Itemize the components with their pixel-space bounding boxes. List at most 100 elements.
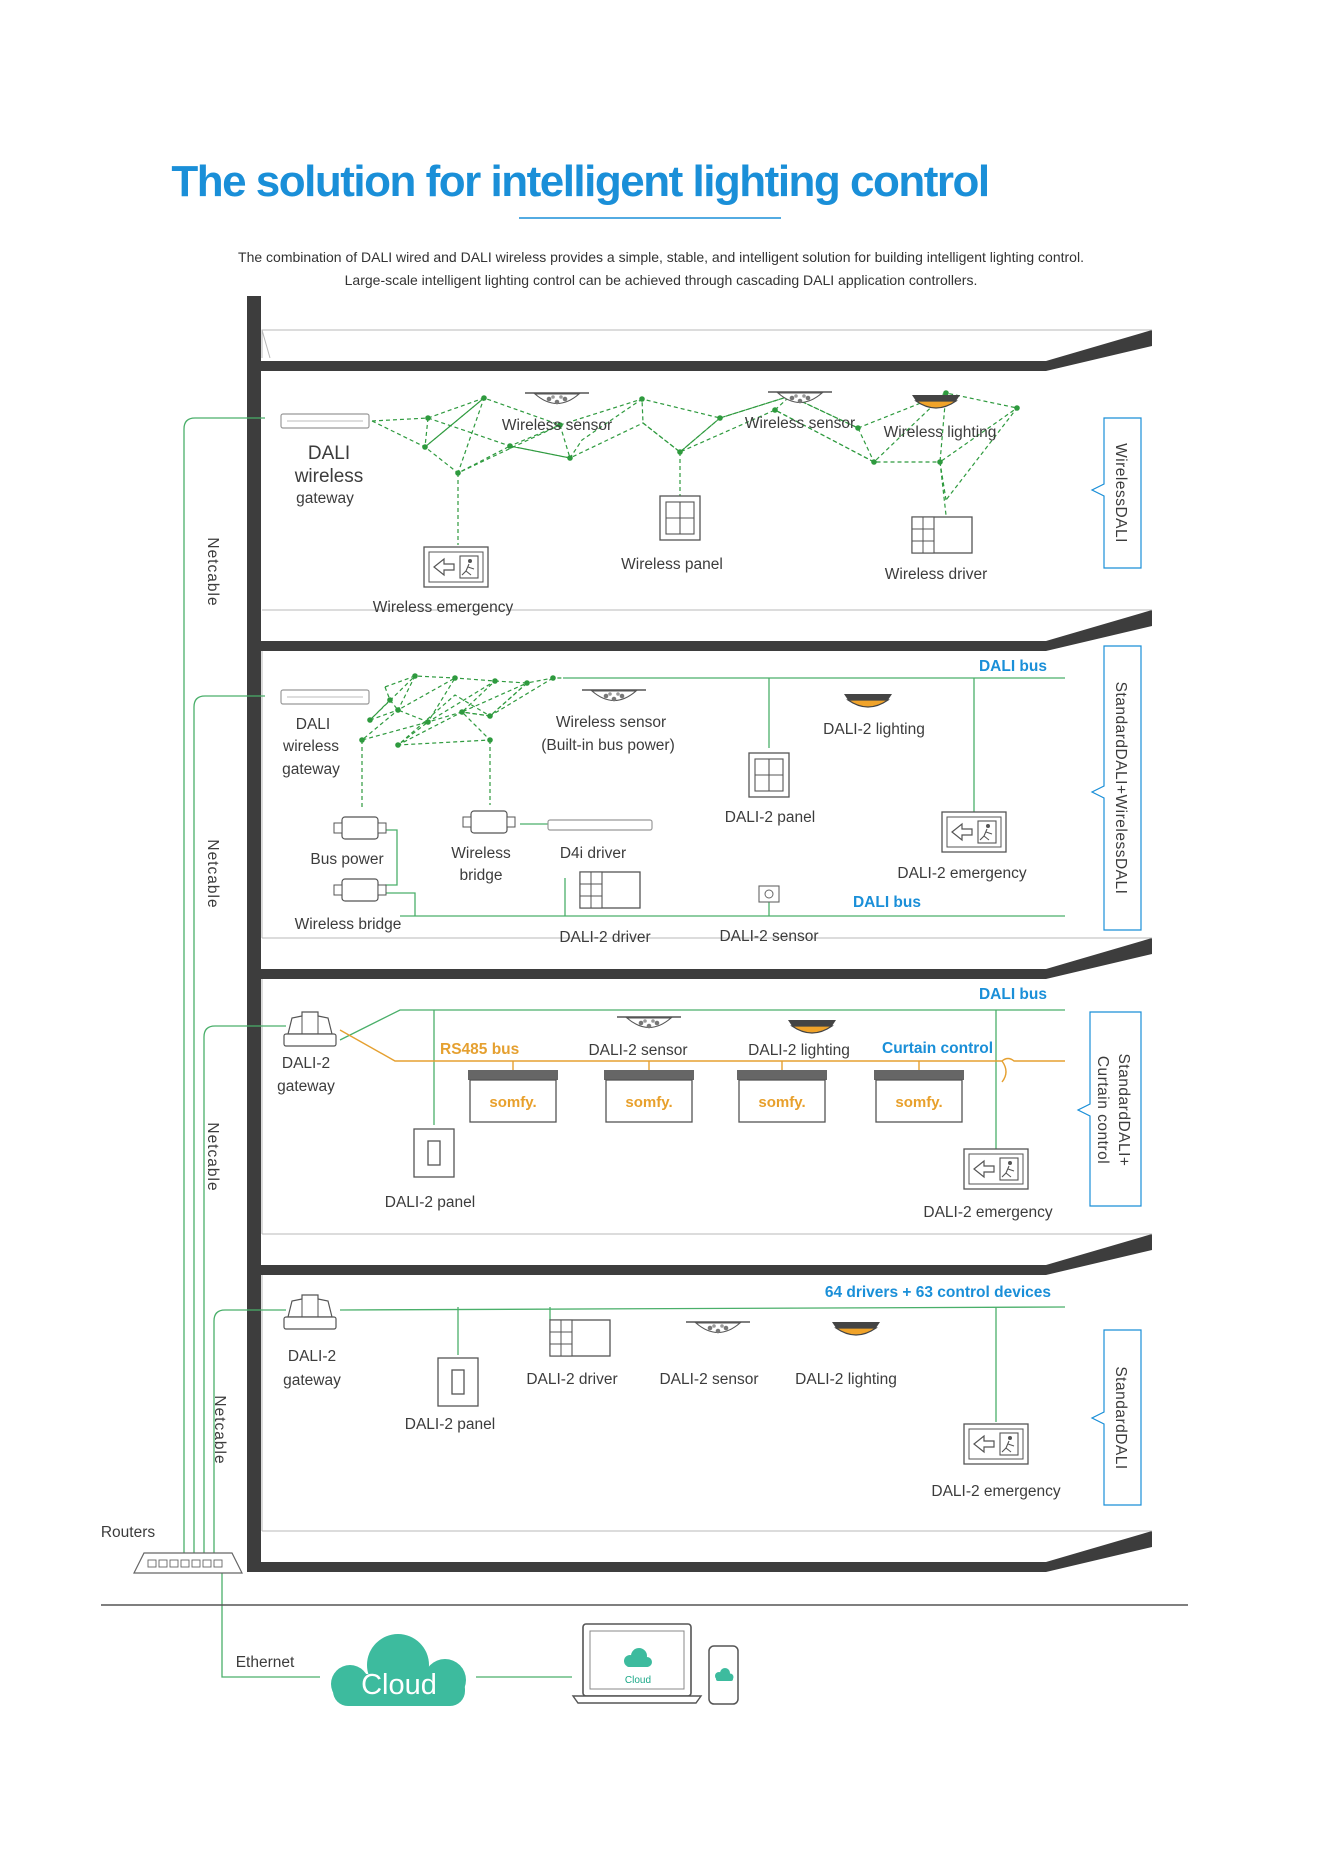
- f2-gateway-label-2: wireless: [282, 738, 339, 755]
- wireless-driver-icon: [911, 516, 973, 554]
- f1-sensor-a-label: Wireless sensor: [502, 417, 612, 434]
- f2-sensor-label-2: (Built-in bus power): [541, 737, 675, 754]
- dali2-downlight-icon: [831, 1321, 881, 1336]
- f2-gateway-label-3: gateway: [282, 761, 340, 778]
- f2-wireless-bridge-a-label-2: bridge: [459, 867, 502, 884]
- wireless-downlight-icon: [911, 394, 961, 409]
- f2-bus-bottom-label: DALI bus: [853, 894, 921, 911]
- dali2-driver-icon: [579, 871, 641, 909]
- bus-power-module-icon: [333, 816, 387, 840]
- d4i-driver-icon: [547, 819, 653, 831]
- f4-driver-label: DALI-2 driver: [526, 1371, 617, 1388]
- laptop-icon: [571, 1623, 703, 1704]
- f4-emergency-label: DALI-2 emergency: [931, 1483, 1060, 1500]
- f1-emergency-label: Wireless emergency: [373, 599, 514, 616]
- f3-side-label-2: Curtain control: [1094, 1056, 1111, 1164]
- f2-bus-power-label: Bus power: [310, 851, 383, 868]
- router-icon: [133, 1552, 243, 1574]
- f3-curtain-control-label: Curtain control: [882, 1040, 993, 1057]
- building-structure: [247, 296, 1152, 1572]
- somfy-logo: somfy.: [758, 1094, 805, 1111]
- dali2-emergency-exit-icon: [963, 1423, 1029, 1465]
- dali2-sensor-icon: [685, 1321, 751, 1335]
- f4-lighting-label: DALI-2 lighting: [795, 1371, 897, 1388]
- floor-4-standard: 64 drivers + 63 control devices DALI-2 g…: [211, 1284, 1142, 1506]
- f2-side-label: StandardDALI+WirelessDALI: [1112, 682, 1129, 895]
- f3-emergency-label: DALI-2 emergency: [923, 1204, 1052, 1221]
- ethernet-label: Ethernet: [236, 1654, 295, 1671]
- f2-panel-label: DALI-2 panel: [725, 809, 815, 826]
- wireless-sensor-icon: [524, 392, 590, 406]
- f1-gateway-label-1: DALI: [308, 443, 350, 464]
- dali2-gateway-icon: [283, 1011, 337, 1047]
- f4-side-label: StandardDALI: [1112, 1366, 1129, 1469]
- floor-1-wireless: DALI wireless gateway Wireless sensor Wi…: [204, 390, 1142, 616]
- f3-lighting-label: DALI-2 lighting: [748, 1042, 850, 1059]
- f1-side-label: WirelessDALI: [1112, 443, 1129, 543]
- f2-wireless-bridge-a-label-1: Wireless: [451, 845, 511, 862]
- subtitle-line-2: Large-scale intelligent lighting control…: [345, 272, 978, 288]
- f2-sensor-label-1: Wireless sensor: [556, 714, 666, 731]
- wireless-bridge-module-icon: [462, 810, 516, 834]
- f4-gateway-label-2: gateway: [283, 1372, 341, 1389]
- f3-bus-label: DALI bus: [979, 986, 1047, 1003]
- f3-rs485-label: RS485 bus: [440, 1041, 519, 1058]
- f1-side-callout: [1090, 417, 1142, 569]
- wireless-gateway-tube: [280, 689, 370, 705]
- f3-sensor-label: DALI-2 sensor: [588, 1042, 687, 1059]
- f1-netcable-label: Netcable: [204, 537, 221, 606]
- wireless-gateway-tube: [280, 413, 370, 429]
- f3-side-label-1: StandardDALI+: [1115, 1054, 1132, 1167]
- f2-lighting-label: DALI-2 lighting: [823, 721, 925, 738]
- routers-label: Routers: [101, 1524, 156, 1541]
- wireless-mesh-f1: [371, 390, 1020, 545]
- wireless-emergency-exit-icon: [423, 546, 489, 588]
- floor-2-standard-wireless: DALI bus DALI bus DALI wireless gateway …: [204, 645, 1142, 946]
- wireless-sensor-builtin-icon: [581, 689, 647, 703]
- wireless-sensor-icon: [767, 391, 833, 405]
- cloud-icon: [331, 1634, 466, 1706]
- dali2-panel-icon: [437, 1357, 479, 1407]
- f3-gateway-label-2: gateway: [277, 1078, 335, 1095]
- f4-panel-label: DALI-2 panel: [405, 1416, 495, 1433]
- somfy-logo: somfy.: [625, 1094, 672, 1111]
- wireless-bridge-module-icon: [333, 878, 387, 902]
- floor-3-standard-curtain: somfy. somfy. somfy. somfy. DALI bus RS4…: [204, 986, 1142, 1221]
- f2-d4i-driver-label: D4i driver: [560, 845, 626, 862]
- f2-bus-top-label: DALI bus: [979, 658, 1047, 675]
- f2-driver-label: DALI-2 driver: [559, 929, 650, 946]
- f4-side-callout: [1090, 1329, 1142, 1506]
- wireless-mesh-f2: [359, 673, 563, 810]
- somfy-logo: somfy.: [489, 1094, 536, 1111]
- f1-sensor-b-label: Wireless sensor: [745, 415, 855, 432]
- f2-sensor2-label: DALI-2 sensor: [719, 928, 818, 945]
- f1-driver-label: Wireless driver: [885, 566, 987, 583]
- f1-gateway-label-3: gateway: [296, 490, 354, 507]
- dali2-panel-icon: [748, 752, 790, 798]
- dali2-sensor-small-icon: [758, 885, 780, 903]
- f1-gateway-label-2: wireless: [294, 466, 364, 487]
- f1-lighting-label: Wireless lighting: [884, 424, 997, 441]
- f2-emergency-label: DALI-2 emergency: [897, 865, 1026, 882]
- cloud-label: Cloud: [361, 1669, 437, 1701]
- network-section: Routers Ethernet Cloud Cloud: [101, 1524, 1188, 1706]
- dali2-downlight-icon: [787, 1019, 837, 1034]
- f4-gateway-label-1: DALI-2: [288, 1348, 336, 1365]
- f3-panel-label: DALI-2 panel: [385, 1194, 475, 1211]
- page-title: The solution for intelligent lighting co…: [171, 157, 988, 206]
- f2-gateway-label-1: DALI: [296, 716, 330, 733]
- f4-bus-label: 64 drivers + 63 control devices: [825, 1284, 1051, 1301]
- f2-side-callout: [1090, 645, 1142, 931]
- dali2-downlight-icon: [843, 693, 893, 708]
- subtitle-line-1: The combination of DALI wired and DALI w…: [238, 249, 1084, 265]
- dali2-emergency-exit-icon: [941, 811, 1007, 853]
- wireless-panel-icon: [659, 495, 701, 541]
- dali2-panel-icon: [413, 1128, 455, 1178]
- f4-netcable-label: Netcable: [211, 1395, 228, 1464]
- f3-side-callout: [1076, 1011, 1142, 1207]
- f2-wireless-bridge-b-label: Wireless bridge: [295, 916, 402, 933]
- somfy-logo: somfy.: [895, 1094, 942, 1111]
- f3-gateway-label-1: DALI-2: [282, 1055, 330, 1072]
- dali2-driver-icon: [549, 1319, 611, 1357]
